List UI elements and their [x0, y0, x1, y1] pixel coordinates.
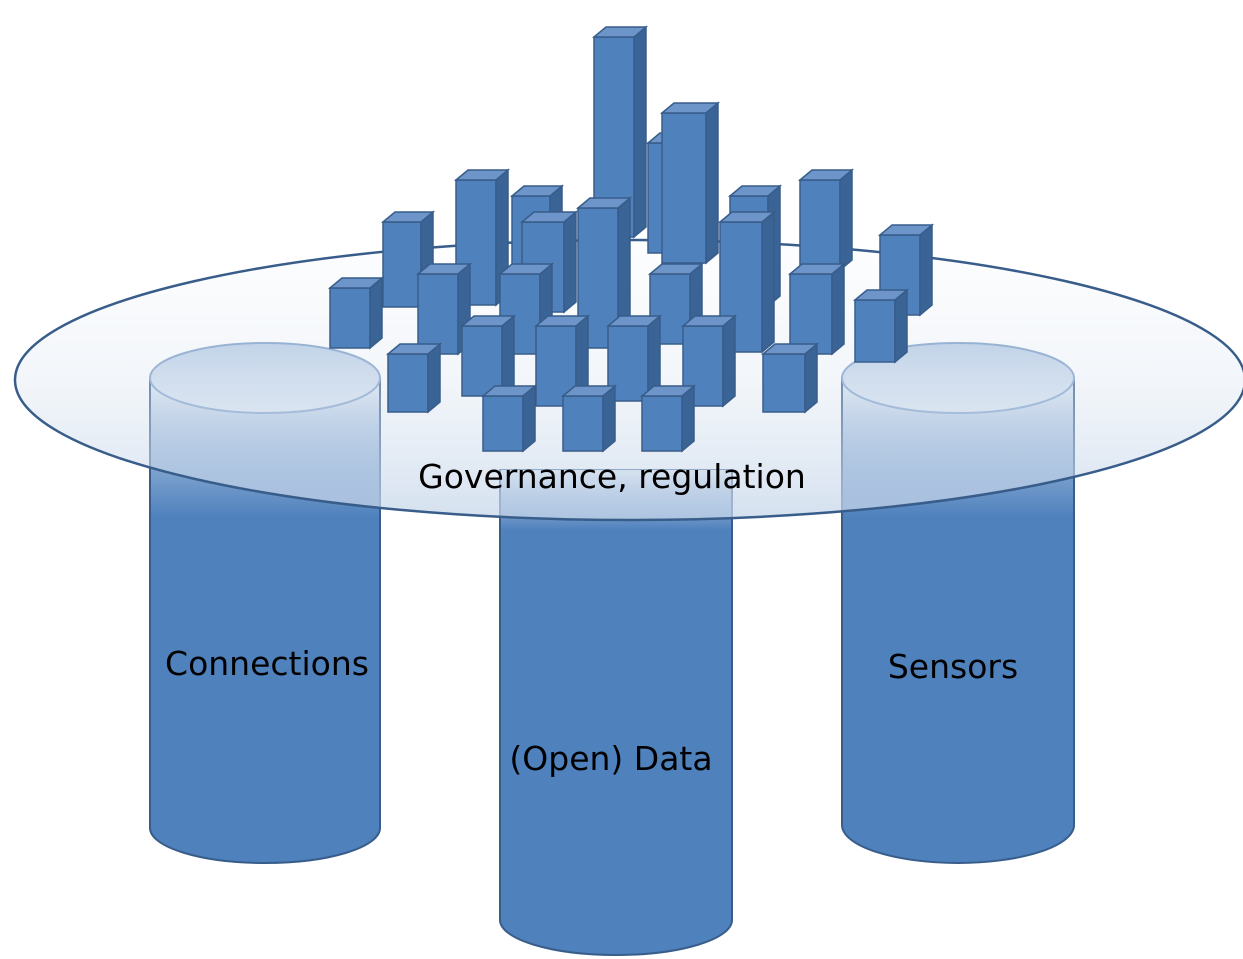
pillar-label-sensors: Sensors	[888, 647, 1018, 686]
city-block	[605, 314, 663, 403]
city-block	[760, 342, 820, 414]
city-blocks	[327, 25, 935, 453]
city-block	[877, 223, 935, 317]
city-block	[385, 342, 443, 414]
city-block	[560, 384, 618, 453]
city-block	[639, 384, 697, 453]
city-block	[415, 262, 473, 356]
city-block	[327, 276, 385, 350]
city-block	[659, 101, 721, 265]
city-block	[680, 314, 738, 408]
city-block	[797, 168, 855, 272]
pillar-open-data	[499, 469, 733, 956]
pillar-label-connections: Connections	[165, 644, 369, 683]
city-block	[852, 288, 910, 364]
city-block	[717, 210, 777, 354]
platform-label: Governance, regulation	[418, 457, 806, 496]
city-block	[480, 384, 538, 453]
pillar-label-open-data: (Open) Data	[509, 739, 712, 778]
city-block	[787, 262, 847, 356]
city-block	[459, 314, 517, 398]
